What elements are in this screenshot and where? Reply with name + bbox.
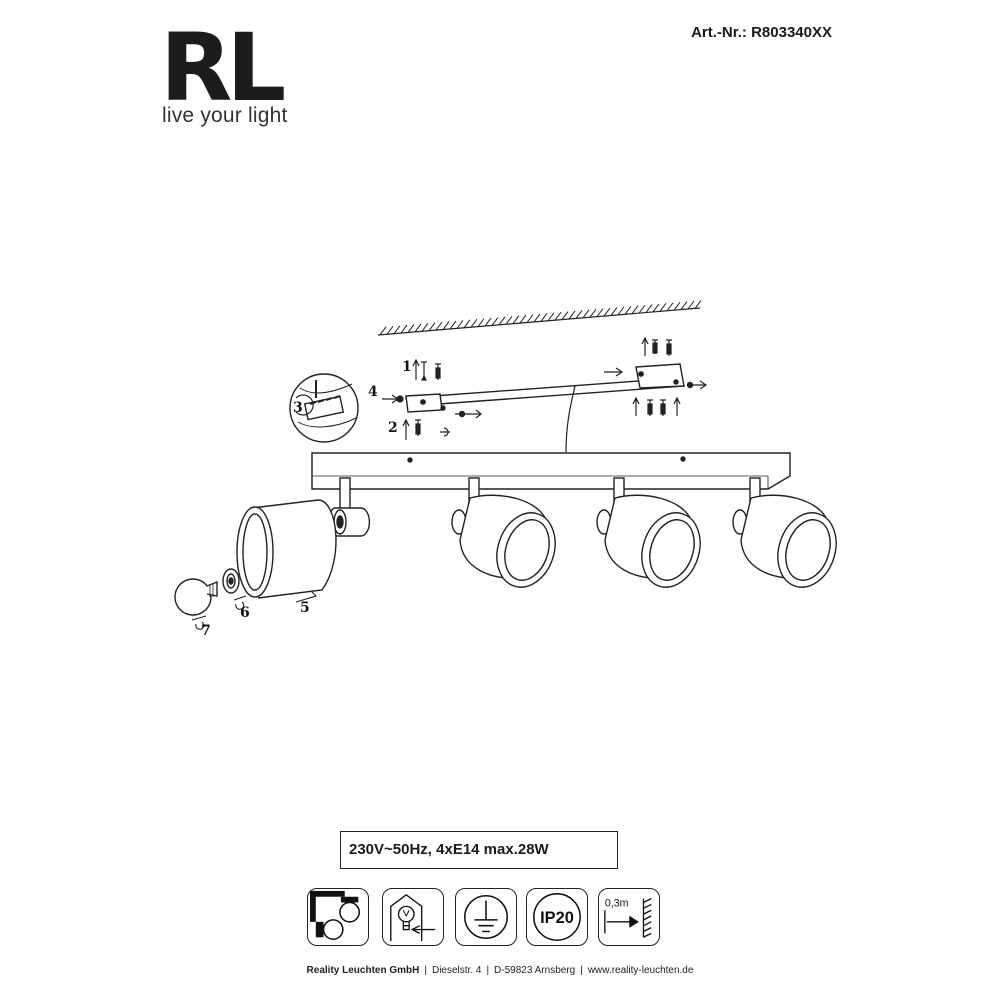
step-1-label: 1 xyxy=(402,359,412,375)
step-4-label: 4 xyxy=(368,384,378,400)
protective-earth-icon xyxy=(455,888,517,946)
step-2-label: 2 xyxy=(388,420,398,436)
terminal-block-detail xyxy=(289,373,359,443)
ip-rating-label: IP20 xyxy=(540,909,574,927)
adjustable-spot-icon xyxy=(307,888,369,946)
step-5-label: 5 xyxy=(300,600,310,616)
mounting-bracket xyxy=(404,363,686,453)
footer-city: D-59823 Arnsberg xyxy=(494,965,576,976)
bulb-replacement-icon xyxy=(382,888,444,946)
ip-rating-icon: IP20 xyxy=(526,888,588,946)
electrical-rating: 230V~50Hz, 4xE14 max.28W xyxy=(340,831,618,869)
min-distance-label: 0,3m xyxy=(605,897,629,909)
brand-tagline: live your light xyxy=(162,104,288,127)
step-7-label: 7 xyxy=(201,623,211,639)
ceiling-rail xyxy=(311,452,791,490)
spot-3 xyxy=(596,477,701,588)
step-6-label: 6 xyxy=(240,605,250,621)
brand-logo: RL xyxy=(160,14,286,123)
screws-and-dowels xyxy=(382,336,708,440)
footer-street: Dieselstr. 4 xyxy=(431,965,482,976)
company-footer: Reality Leuchten GmbH|Dieselstr. 4|D-598… xyxy=(306,965,694,976)
spot-4 xyxy=(732,477,837,588)
footer-website[interactable]: www.reality-leuchten.de xyxy=(587,965,694,976)
ceiling-hatch xyxy=(377,300,702,336)
spot-2 xyxy=(451,477,556,588)
min-distance-icon: 0,3m xyxy=(598,888,660,946)
article-number: Art.-Nr.: R803340XX xyxy=(691,24,832,41)
spot-1-exploded xyxy=(174,477,371,630)
light-bulb xyxy=(174,578,218,616)
lampholder-ring xyxy=(222,568,240,594)
footer-company: Reality Leuchten GmbH xyxy=(306,965,420,976)
step-3-label: 3 xyxy=(293,400,303,416)
